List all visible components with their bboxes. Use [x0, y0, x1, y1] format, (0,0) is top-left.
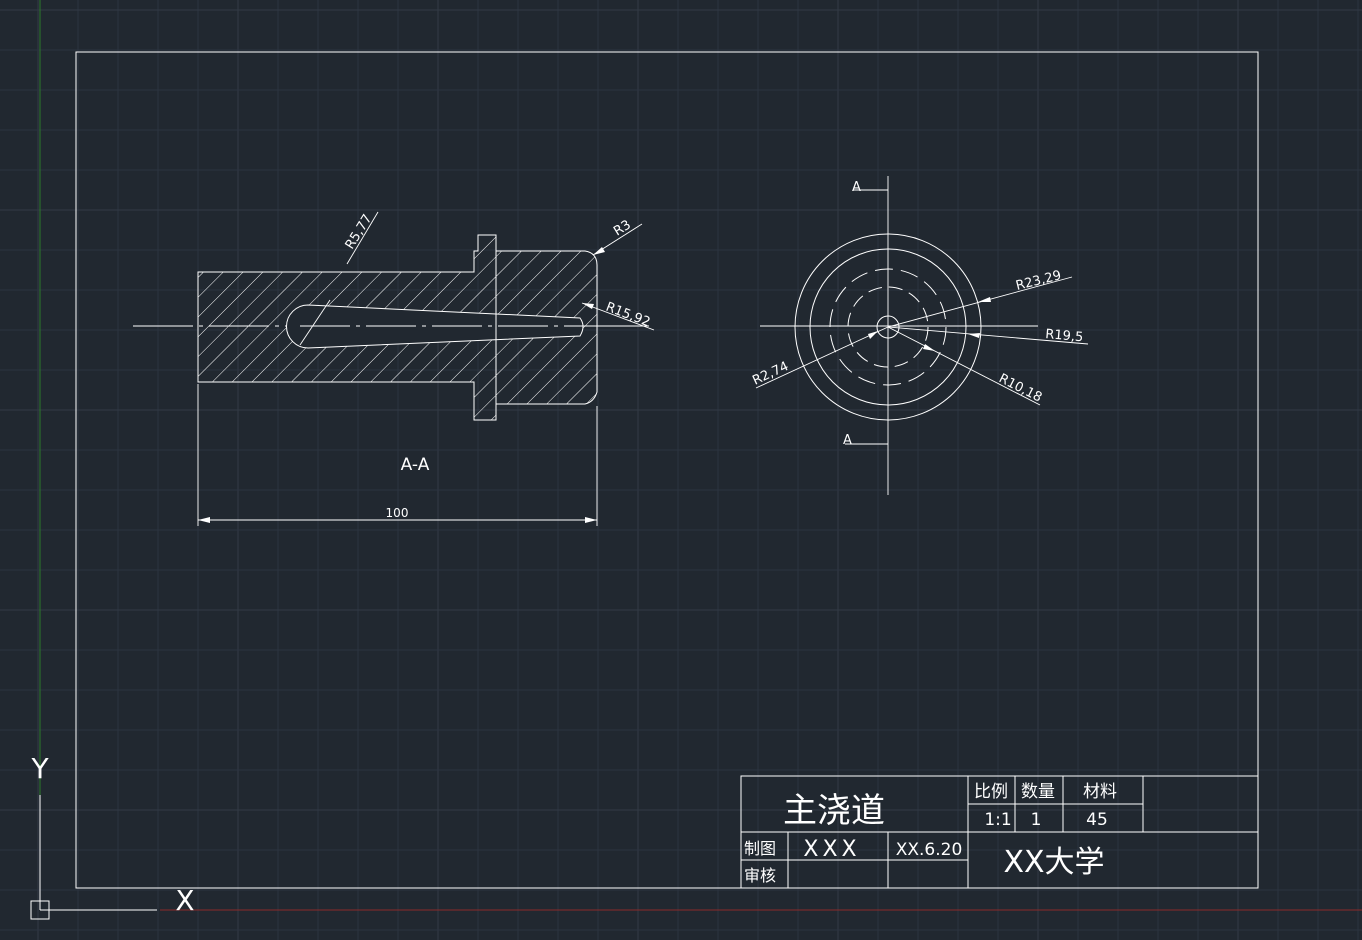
circle-hidden-outer [829, 268, 947, 386]
scale-label[interactable]: 比例 [974, 782, 1008, 802]
checked-by-label[interactable]: 审核 [744, 866, 776, 885]
leader-r-tip-shelf [346, 211, 379, 265]
arrow-r-bore [868, 331, 878, 339]
arrow-r-seat [582, 303, 594, 309]
leader-r-bolt [887, 326, 1089, 345]
leader-r-mid [887, 326, 1041, 406]
circle-outer [794, 233, 982, 421]
quantity-label[interactable]: 数量 [1021, 782, 1055, 802]
arrow-r-outer [978, 297, 991, 302]
drawing-border [75, 51, 1259, 889]
dim-r-tip-text[interactable]: R5,77 [343, 212, 376, 252]
part-name[interactable]: 主浇道 [783, 791, 885, 831]
arrow-r-mid [923, 344, 935, 351]
section-label[interactable]: A-A [401, 455, 430, 475]
dim-r-bore-text[interactable]: R2,74 [750, 359, 791, 389]
material-label[interactable]: 材料 [1083, 782, 1117, 802]
ucs-origin-square [30, 900, 50, 920]
drawn-by-name[interactable]: XXX [803, 837, 860, 862]
leader-r-bore [755, 326, 889, 389]
circle-bolt [809, 248, 967, 406]
drawn-date[interactable]: XX.6.20 [896, 840, 963, 860]
circle-hidden-inner [847, 286, 929, 368]
leader-r-seat [581, 302, 655, 331]
material-value[interactable]: 45 [1086, 810, 1108, 830]
institution[interactable]: XX大学 [1003, 845, 1104, 880]
section-marker-top-text[interactable]: A [852, 180, 861, 195]
arrow-r-corner [593, 247, 605, 255]
arrow-r-bolt [968, 333, 980, 338]
ucs-icon: Y X [30, 752, 195, 920]
leader-r-tip [299, 299, 331, 346]
ucs-x-label: X [175, 884, 194, 917]
arrow-left [198, 517, 210, 523]
section-outline [197, 234, 598, 421]
dim-r-bolt-text[interactable]: R19,5 [1045, 327, 1084, 345]
ucs-y-label: Y [30, 752, 49, 785]
circle-bore [876, 315, 900, 339]
dim-r-corner-text[interactable]: R3 [611, 217, 634, 239]
section-view[interactable]: 100 R5,77 R3 R15,92 A-A [133, 211, 655, 526]
end-view[interactable]: A A R23,29 R19,5 R10,18 R2,74 [750, 176, 1089, 495]
quantity-value[interactable]: 1 [1031, 810, 1042, 830]
title-block[interactable]: 主浇道 比例 数量 材料 1:1 1 45 制图 XXX XX.6.20 审核 … [740, 775, 1259, 889]
section-marker-bottom-text[interactable]: A [843, 433, 852, 448]
sprue-channel [286, 304, 584, 349]
arrow-right [585, 517, 597, 523]
scale-value[interactable]: 1:1 [984, 810, 1011, 830]
dim-r-mid-text[interactable]: R10,18 [996, 371, 1044, 405]
drawn-by-label[interactable]: 制图 [744, 839, 776, 858]
dim-length-text[interactable]: 100 [386, 506, 409, 520]
